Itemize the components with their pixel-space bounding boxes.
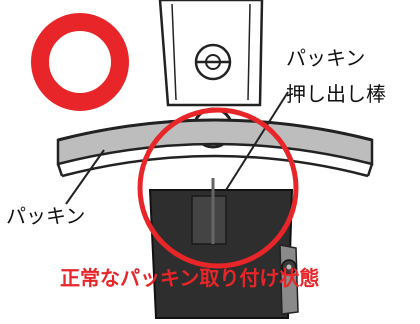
gasket-ring	[56, 118, 374, 178]
shaft-edge-line	[247, 3, 251, 101]
housing-body	[148, 189, 294, 319]
label-gasket-push-rod-line2: 押し出し棒	[286, 82, 386, 106]
side-bracket	[279, 244, 299, 315]
label-gasket-push-rod-line1: パッキン	[286, 46, 366, 70]
upper-screw	[194, 43, 232, 81]
leader-line-push-rod	[225, 91, 289, 191]
leader-line-gasket	[65, 149, 105, 205]
shaft-edge-line	[171, 3, 177, 101]
highlight-circle	[137, 107, 299, 269]
ok-mark-icon	[31, 13, 129, 111]
housing-slot	[191, 195, 227, 245]
label-gasket: パッキン	[6, 204, 86, 228]
caption: 正常なパッキン取り付け状態	[60, 266, 320, 290]
